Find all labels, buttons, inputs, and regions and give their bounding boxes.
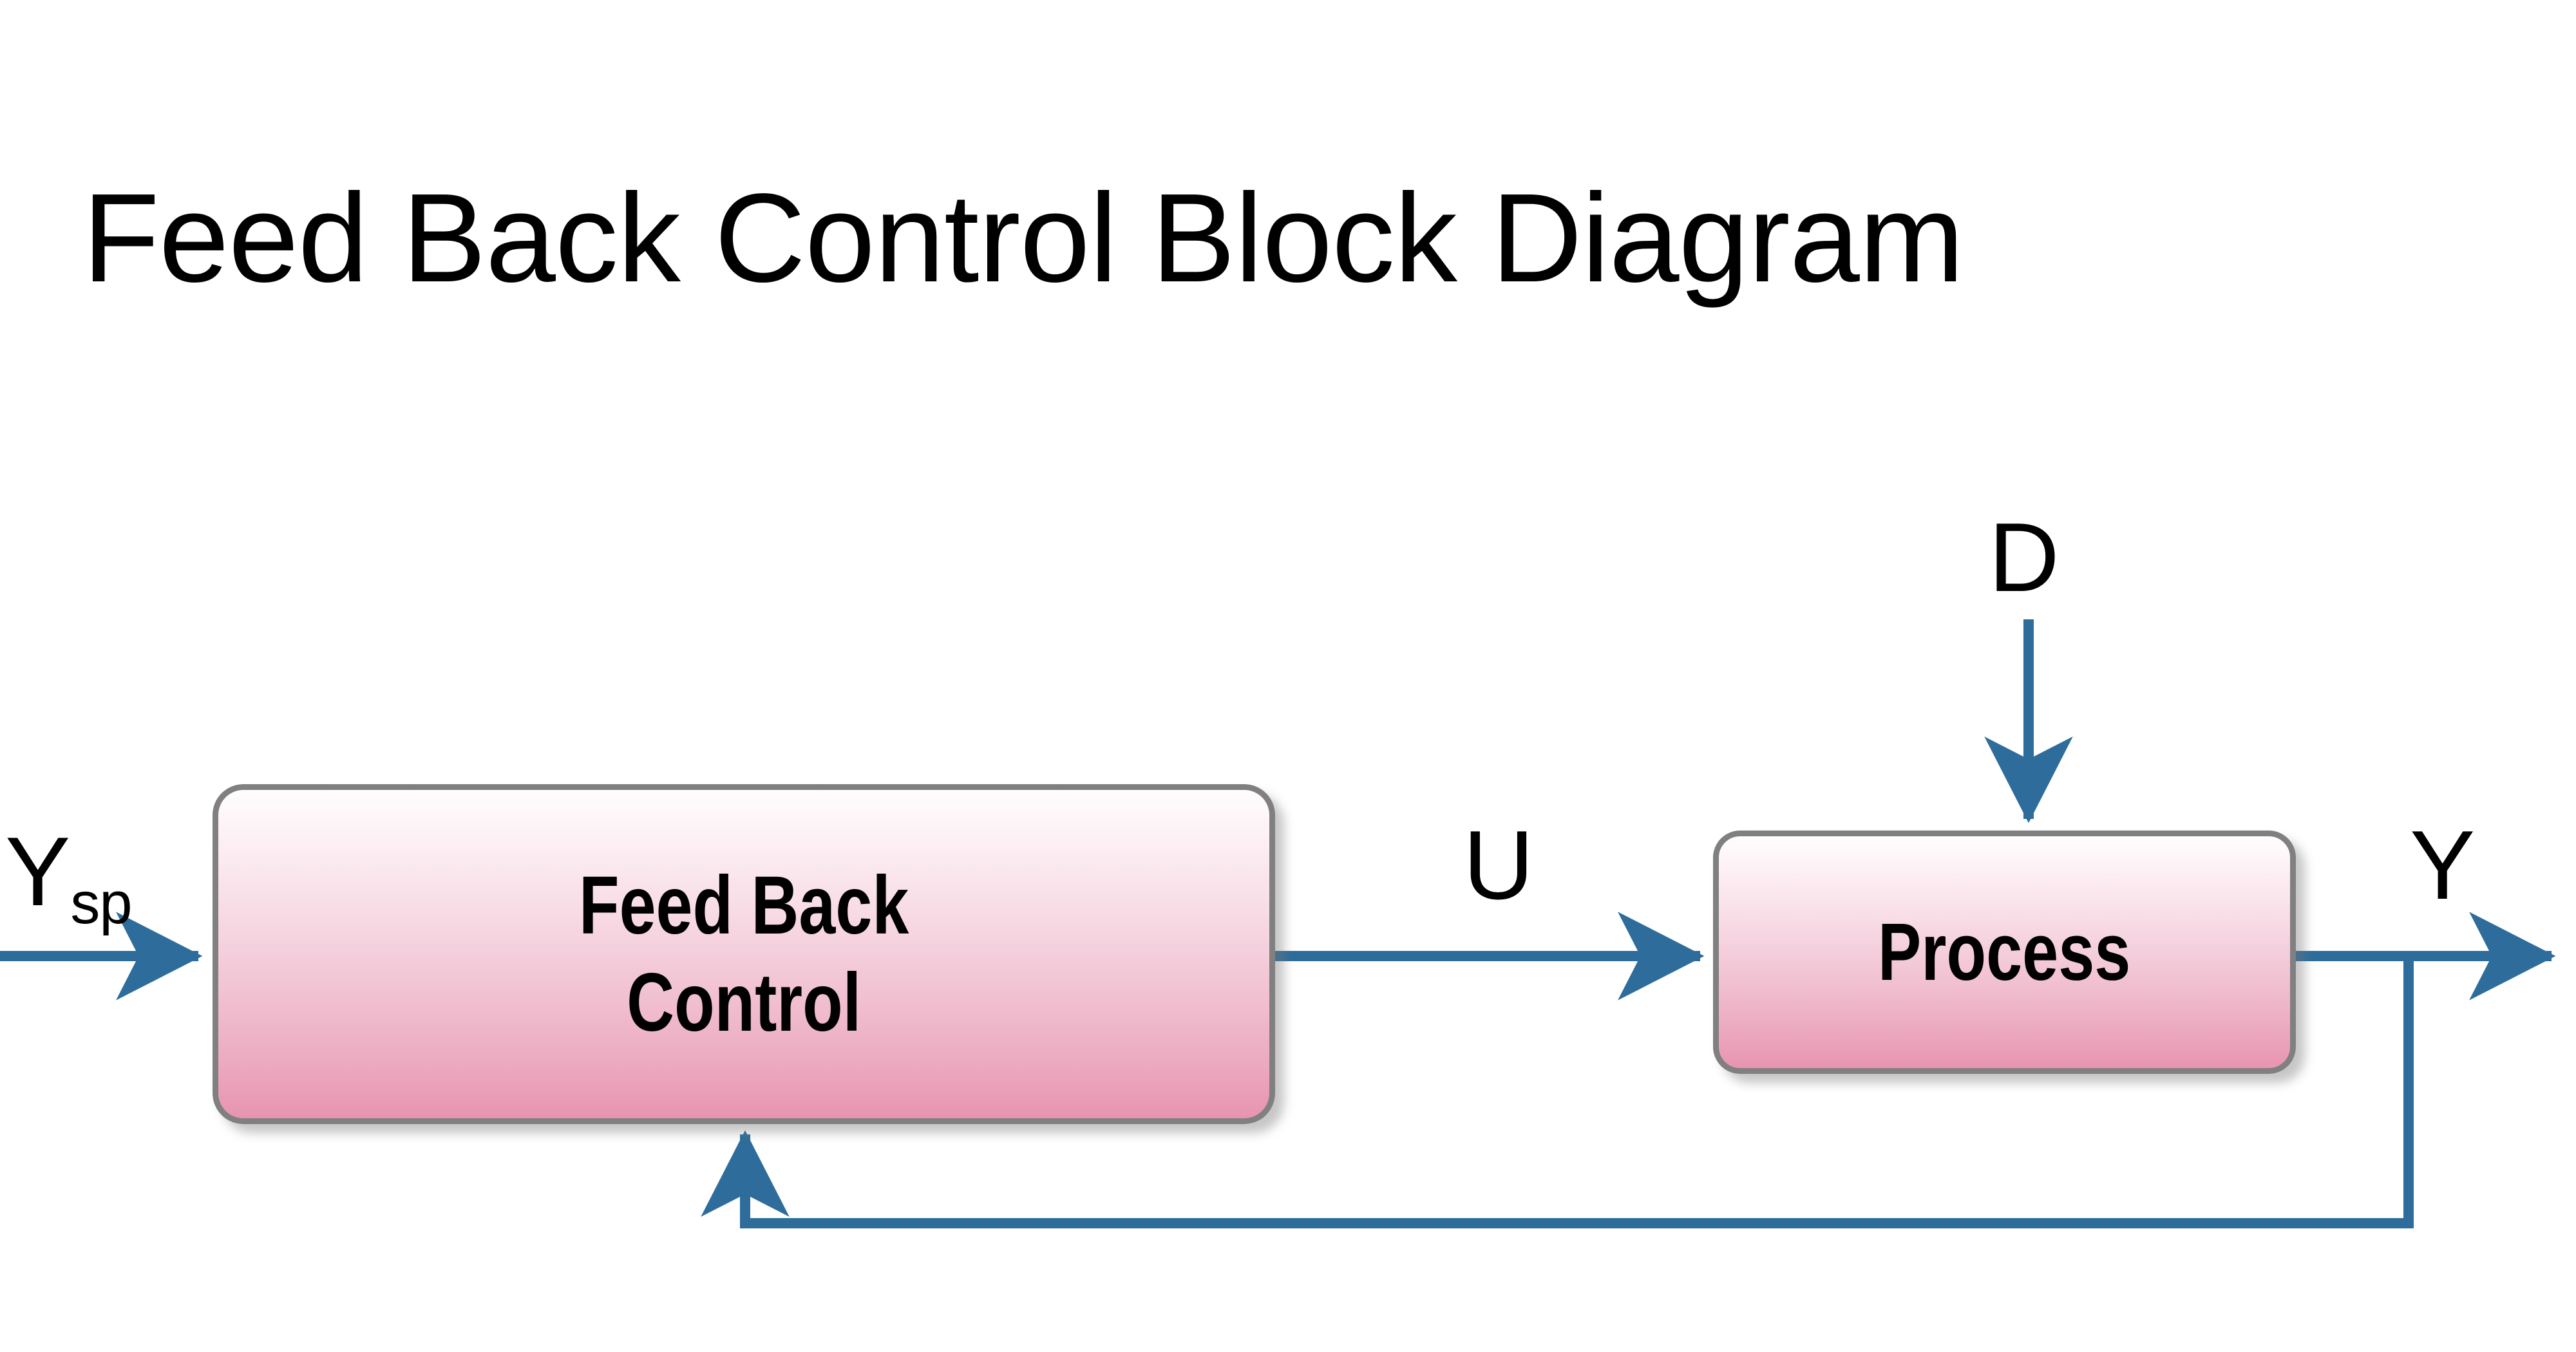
page-title: Feed Back Control Block Diagram [82,167,1964,308]
block-feedback-control-label: Feed Back Control [578,859,909,1049]
block-process[interactable]: Process [1713,831,2296,1074]
signal-label-disturbance: D [1989,503,2060,612]
signal-label-setpoint-subscript: sp [70,870,132,936]
block-feedback-control[interactable]: Feed Back Control [213,784,1275,1124]
signal-label-setpoint-base: Y [5,817,71,926]
block-process-label: Process [1878,906,2131,997]
signal-label-output: Y [2410,811,2476,920]
signal-label-manipulated: U [1463,811,1534,920]
signal-label-setpoint: Ysp [5,823,133,933]
